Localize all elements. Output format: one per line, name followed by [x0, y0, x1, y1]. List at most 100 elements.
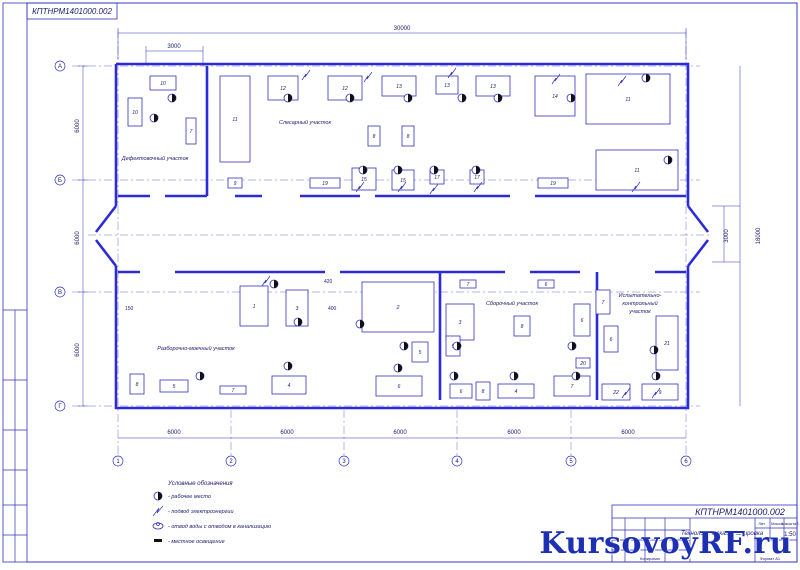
equipment-label: 11 [625, 97, 630, 103]
equipment-item [411, 341, 429, 363]
power-supply-icon [363, 71, 373, 83]
worker-place-icon-fill [274, 280, 278, 288]
power-supply-icon [631, 181, 641, 193]
equipment-item [641, 383, 679, 401]
top-dimensions [117, 28, 687, 66]
equipment-item [595, 149, 679, 191]
power-supply-icon [301, 69, 311, 81]
equipment-item [575, 357, 591, 369]
room-label-testing-3: участок [628, 309, 651, 315]
equipment-label: 9 [659, 390, 662, 396]
equipment-label: 7 [602, 300, 605, 306]
equipment-label: 8 [407, 134, 410, 140]
dim-bay-2: 6000 [280, 430, 294, 436]
legend-item-water: - отвод воды с отводом в канализацию [152, 522, 271, 530]
worker-place-icon-fill [462, 94, 466, 102]
worker-place-icon-fill [350, 94, 354, 102]
legend-item-worker: - рабочее место [153, 491, 211, 501]
legend: Условные обозначения - рабочее место - п… [152, 481, 271, 545]
worker-place-icon-fill [404, 342, 408, 350]
equipment-label: 6 [460, 389, 463, 395]
dim-bay-5: 6000 [621, 430, 635, 436]
room-label-assembly: Сборочный участок [486, 300, 538, 307]
axis-row-v: В [58, 290, 62, 296]
power-supply-icon [152, 505, 164, 517]
room-label-testing-1: Испытательно- [619, 293, 662, 299]
equipment-label: 12 [280, 86, 286, 92]
worker-place-icon-fill [668, 156, 672, 164]
axis-row-a: А [58, 64, 62, 70]
equipment-label: 19 [550, 181, 556, 187]
axis-col-2: 2 [229, 459, 233, 465]
equipment-label: 17 [474, 175, 480, 181]
power-supply-icon [551, 73, 561, 85]
equipment-item [537, 279, 555, 289]
equipment-label: 8 [521, 324, 524, 330]
equipment-label: 21 [663, 341, 670, 347]
axis-col-5: 5 [569, 459, 573, 465]
power-supply-icon [617, 75, 627, 87]
equipment-item [367, 125, 381, 147]
dim-right-height: 18000 [756, 227, 762, 244]
room-label-disasm: Разборочно-моечный участок [157, 345, 235, 352]
axis-col-6: 6 [684, 459, 688, 465]
equipment-label: 4 [515, 389, 518, 395]
equipment-label: 12 [342, 86, 348, 92]
axis-row-b: Б [58, 178, 62, 184]
axis-col-1: 1 [116, 459, 120, 465]
dim-left-3: 6000 [75, 343, 81, 357]
equipment-item [435, 75, 459, 95]
equipment-item [309, 177, 341, 189]
worker-place-icon-fill [398, 364, 402, 372]
worker-place-icon-fill [154, 114, 158, 122]
equipment-item [449, 383, 473, 399]
equipment-item [497, 383, 535, 399]
dim-top-offset: 3000 [167, 44, 181, 50]
equipment-label: 20 [579, 361, 586, 367]
equipment-item [129, 373, 145, 395]
room-label-testing-2: контрольный [622, 300, 657, 307]
watermark-tld: .ru [742, 526, 792, 561]
code-stamp-text: КПТНРМ1401000.002 [32, 7, 112, 16]
dim-150: 150 [125, 306, 134, 312]
equipment-label: 3 [459, 320, 462, 326]
equipment-label: 13 [490, 84, 496, 90]
equipment-item [127, 97, 143, 127]
worker-place-icon-fill [656, 372, 660, 380]
equipment-item [391, 169, 415, 191]
equipment-label: 5 [173, 384, 176, 390]
equipment-label: 13 [444, 83, 450, 89]
power-supply-icon [355, 181, 365, 193]
room-label-fitter: Слесарный участок [279, 119, 332, 126]
grid-axes [72, 30, 712, 455]
title-block-code: КПТНРМ1401000.002 [695, 507, 785, 517]
equipment-item [227, 177, 243, 189]
axis-col-4: 4 [455, 459, 459, 465]
equipment-label: 10 [160, 81, 166, 87]
worker-place-icon-fill [298, 318, 302, 326]
axis-row-g: Г [58, 404, 62, 410]
worker-place-icon-fill [454, 372, 458, 380]
water-drain-icon [152, 522, 164, 530]
worker-place-icon-fill [288, 94, 292, 102]
dim-400: 400 [328, 306, 337, 312]
right-dimensions [712, 66, 741, 406]
legend-item-light: - местное освещение [154, 539, 225, 545]
equipment-item [573, 303, 591, 337]
title-block-hdr-lit: Лит. [758, 521, 765, 526]
room-label-defect: Дефектовочный участок [121, 155, 189, 162]
equipment-item [603, 325, 619, 353]
legend-title: Условные обозначения [167, 481, 233, 487]
equipment-label: 19 [322, 181, 328, 187]
power-supply-icon [651, 387, 661, 399]
equipment-item [475, 381, 491, 401]
power-supply-icon [261, 275, 271, 287]
equipment-item [445, 303, 475, 341]
worker-place-icon-fill [172, 94, 176, 102]
legend-text-light: - местное освещение [168, 539, 225, 545]
equipment-item [219, 75, 251, 163]
power-supply-icon [473, 181, 483, 193]
equipment-label: 15 [361, 177, 367, 183]
